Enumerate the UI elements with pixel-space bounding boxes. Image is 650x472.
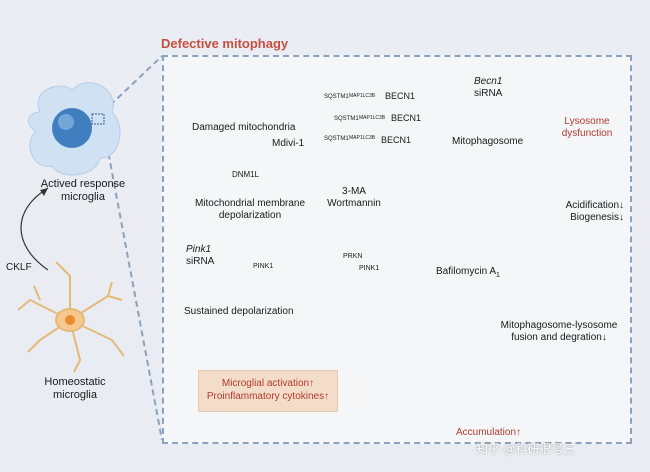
pink1-badge: PINK1	[253, 263, 274, 270]
cklf-label: CKLF	[6, 262, 32, 273]
figure-title: Defective mitophagy	[161, 36, 289, 51]
map1lc3b-label-2: MAP1LC3B	[359, 115, 386, 121]
acidification-label: Acidification↓Biogenesis↓	[565, 200, 624, 223]
dnm1l-label: DNM1L	[232, 170, 260, 179]
becn1-label-1: BECN1	[385, 91, 416, 101]
watermark: 知乎 @科研很号三	[476, 442, 576, 456]
becn1-label-2: BECN1	[391, 113, 422, 123]
activated-microglia-cell	[27, 82, 121, 176]
zoom-line-bottom	[102, 123, 163, 441]
sqstm1-label-3: SQSTM1	[324, 136, 349, 142]
sustained-depolarization-label: Sustained depolarization	[184, 306, 294, 317]
sqstm1-label-2: SQSTM1	[334, 116, 359, 122]
bafilomycin-label: Bafilomycin A1	[436, 266, 500, 279]
arrow-activation	[20, 187, 49, 271]
mdivi-label: Mdivi-1	[272, 138, 305, 149]
outcome-line-2: Proinflammatory cytokines↑	[206, 391, 330, 402]
map1lc3b-label-1: MAP1LC3B	[349, 93, 376, 99]
homeostatic-microglia-cell	[17, 261, 125, 373]
mitophagosome-label: Mitophagosome	[452, 136, 524, 147]
becn1-label-3: BECN1	[381, 135, 412, 145]
prkn-badge: PRKN	[343, 253, 363, 260]
pink1-badge-2: PINK1	[359, 265, 380, 272]
outcome-line-1: Microglial activation↑	[221, 378, 315, 389]
accumulation-label: Accumulation↑	[456, 427, 522, 438]
damaged-mitochondria-label: Damaged mitochondria	[192, 122, 296, 133]
outcome-box: Microglial activation↑ Proinflammatory c…	[198, 370, 338, 412]
map1lc3b-label-3: MAP1LC3B	[349, 135, 376, 141]
sqstm1-label-1: SQSTM1	[324, 94, 349, 100]
